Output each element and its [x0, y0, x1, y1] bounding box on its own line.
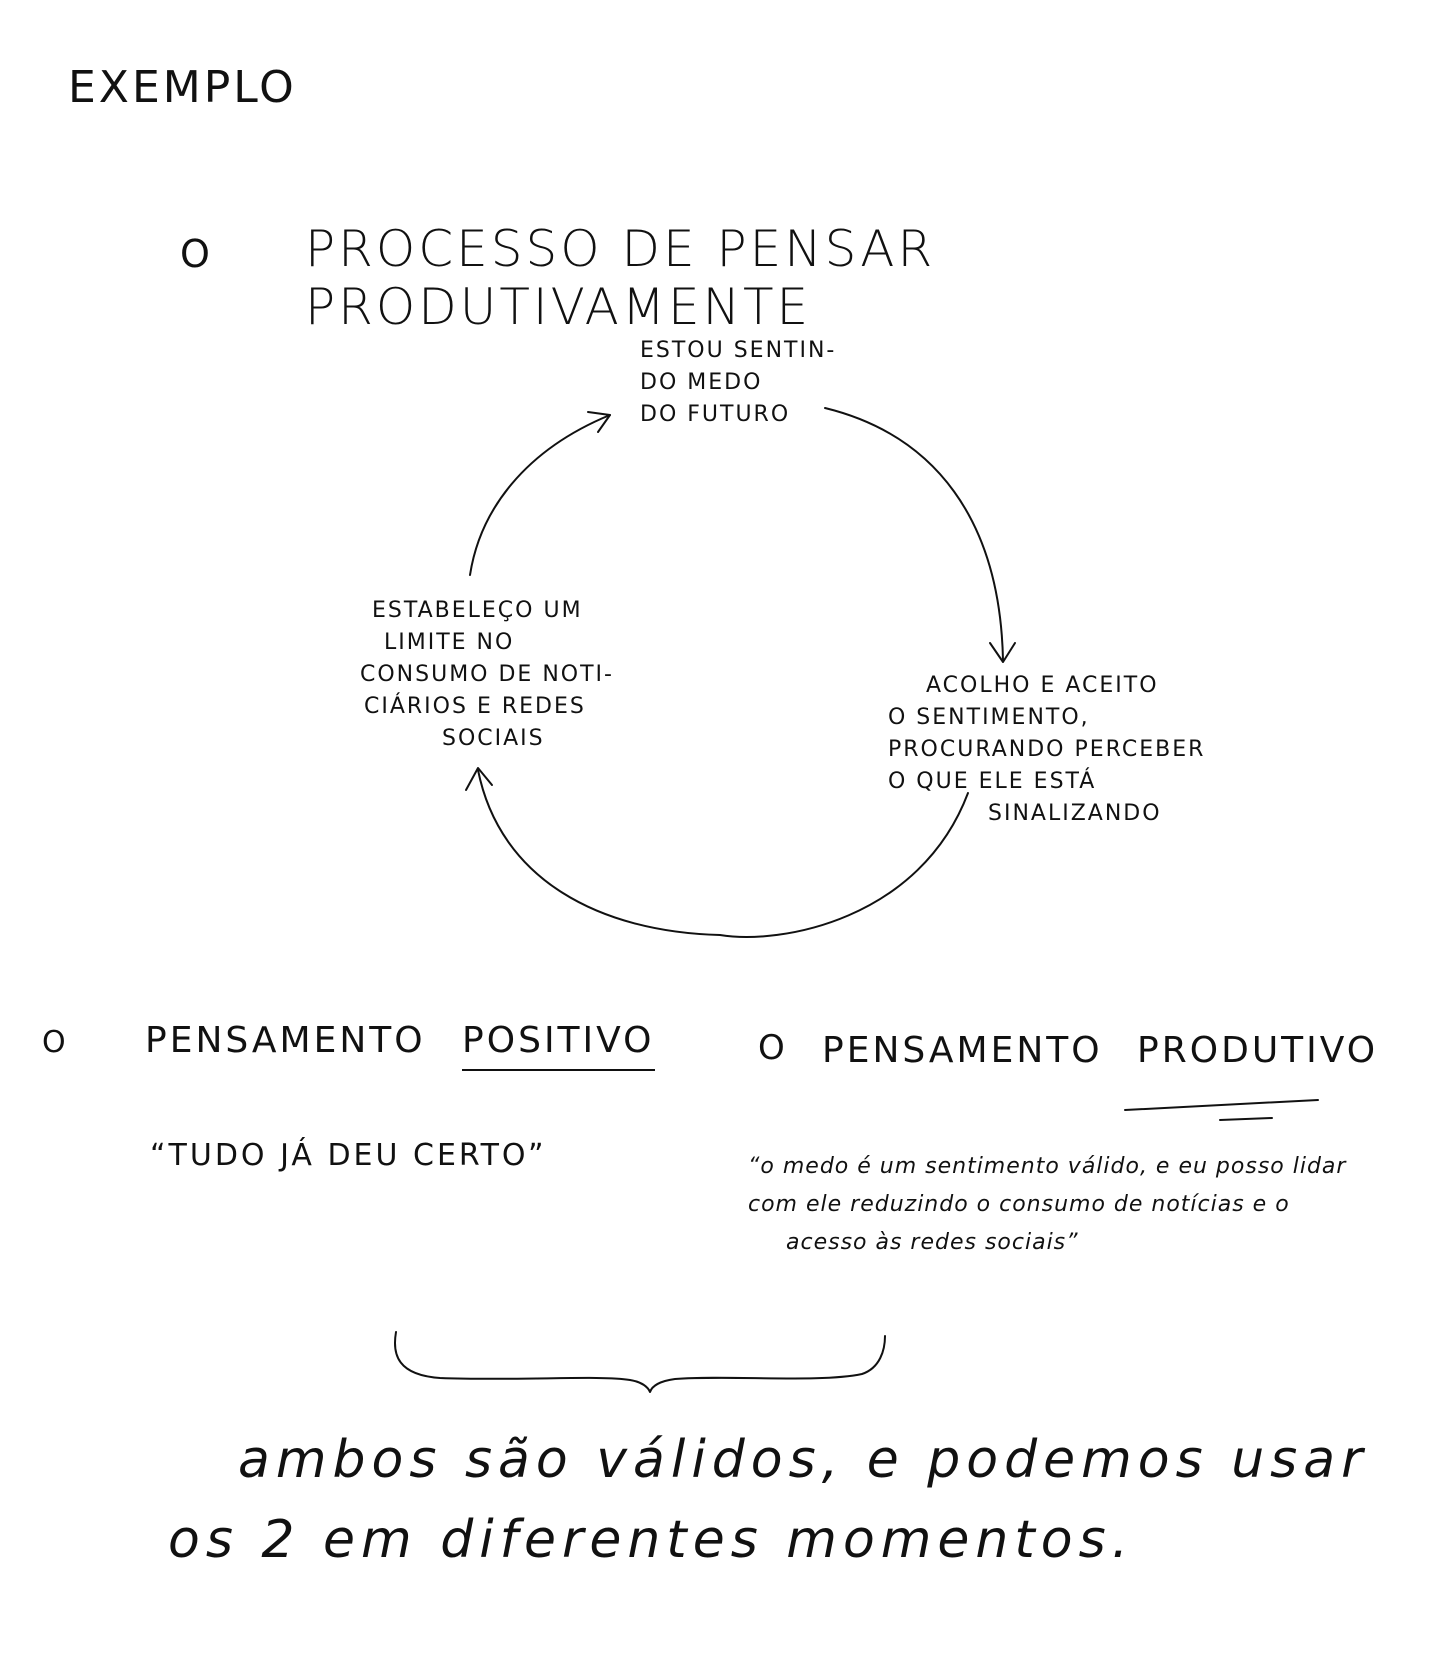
- productive-underline-2: [1219, 1117, 1273, 1121]
- node-line: ESTOU SENTIN-: [640, 338, 837, 363]
- positive-quote: “TUDO JÁ DEU CERTO”: [150, 1138, 547, 1173]
- conclusion-text: ambos são válidos, e podemos usar os 2 e…: [168, 1420, 1408, 1580]
- node-line: LIMITE NO: [384, 630, 515, 655]
- cycle-node-right: ACOLHO E ACEITO O SENTIMENTO, PROCURANDO…: [888, 670, 1205, 830]
- node-line: DO MEDO: [640, 370, 763, 395]
- cycle-node-left: ESTABELEÇO UM LIMITE NO CONSUMO DE NOTI-…: [360, 595, 614, 755]
- positive-title: PENSAMENTO POSITIVO: [145, 1020, 655, 1071]
- node-line: O QUE ELE ESTÁ: [888, 769, 1097, 794]
- cycle-title: PROCESSO DE PENSAR PRODUTIVAMENTE: [305, 220, 936, 336]
- conclusion-line: ambos são válidos, e podemos usar: [238, 1430, 1369, 1490]
- productive-title-emph: PRODUTIVO: [1137, 1030, 1379, 1071]
- node-line: SOCIAIS: [442, 726, 545, 751]
- positive-bullet: O: [42, 1025, 67, 1060]
- curly-brace: [394, 1331, 886, 1393]
- cycle-bullet: O: [180, 232, 211, 276]
- node-line: ACOLHO E ACEITO: [926, 673, 1159, 698]
- productive-quote: “o medo é um sentimento válido, e eu pos…: [748, 1148, 1388, 1262]
- arrow-right-to-left: [477, 769, 969, 938]
- arrowhead-right-to-left: [465, 767, 493, 791]
- example-label: EXEMPLO: [68, 62, 297, 113]
- conclusion-line: os 2 em diferentes momentos.: [168, 1510, 1135, 1570]
- arrow-top-to-right: [824, 407, 1004, 661]
- arrowhead-left-to-top: [587, 411, 611, 433]
- node-line: O SENTIMENTO,: [888, 705, 1090, 730]
- quote-line: acesso às redes sociais”: [786, 1230, 1079, 1255]
- node-line: CIÁRIOS E REDES: [364, 694, 586, 719]
- node-line: ESTABELEÇO UM: [372, 598, 583, 623]
- arrow-left-to-top: [469, 414, 611, 576]
- productive-title: PENSAMENTO PRODUTIVO: [822, 1030, 1378, 1071]
- productive-title-prefix: PENSAMENTO: [822, 1030, 1103, 1071]
- productive-bullet: O: [758, 1028, 786, 1068]
- positive-title-prefix: PENSAMENTO: [145, 1020, 426, 1061]
- node-line: CONSUMO DE NOTI-: [360, 662, 614, 687]
- cycle-node-top: ESTOU SENTIN- DO MEDO DO FUTURO: [640, 335, 836, 431]
- quote-line: “o medo é um sentimento válido, e eu pos…: [748, 1154, 1347, 1179]
- node-line: DO FUTURO: [640, 402, 791, 427]
- arrowhead-top-to-right: [989, 642, 1016, 663]
- node-line: PROCURANDO PERCEBER: [888, 737, 1206, 762]
- quote-line: com ele reduzindo o consumo de notícias …: [748, 1192, 1290, 1217]
- productive-underline-1: [1124, 1099, 1319, 1111]
- node-line: SINALIZANDO: [988, 801, 1162, 826]
- positive-title-emph: POSITIVO: [462, 1020, 655, 1071]
